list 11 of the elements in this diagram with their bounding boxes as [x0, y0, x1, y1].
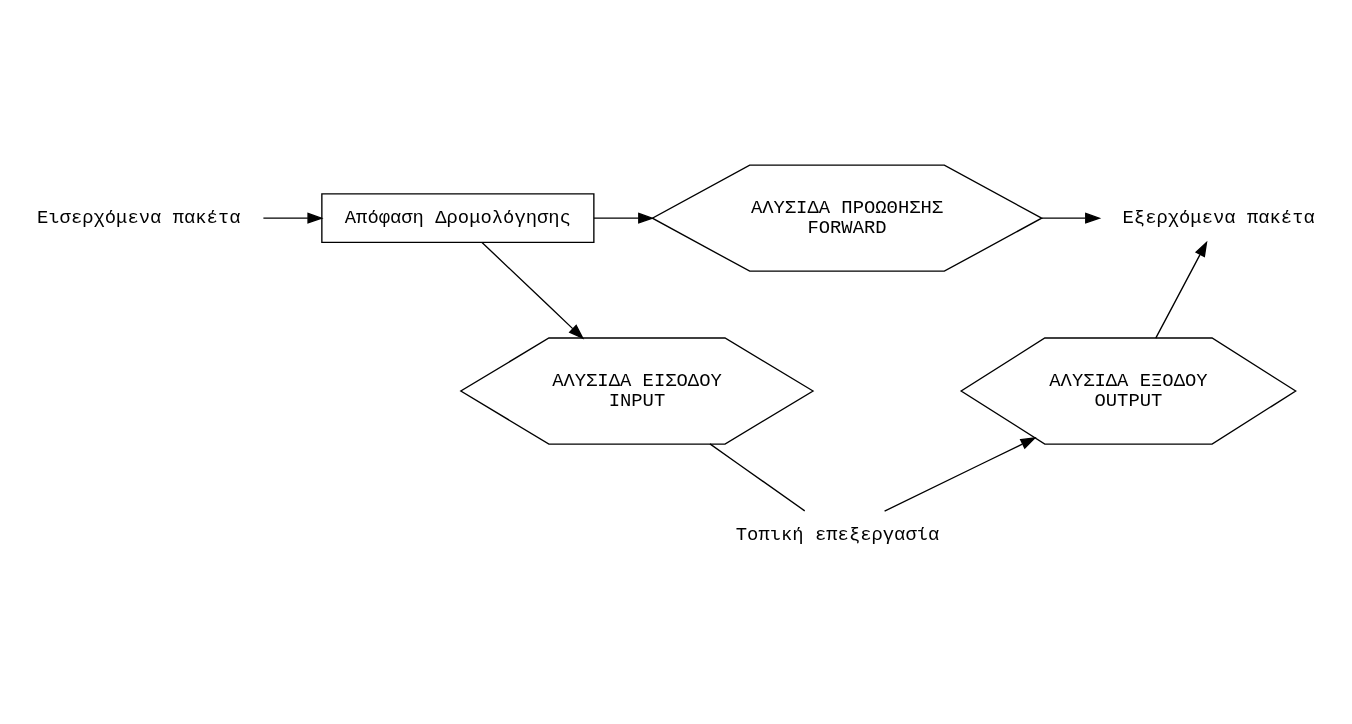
node-text: Τοπική επεξεργασία: [735, 523, 940, 546]
node-text: Εισερχόμενα πακέτα: [36, 206, 241, 229]
arrow: [1155, 240, 1208, 339]
arrow: [1041, 212, 1102, 224]
node-text: Εξερχόμενα πακέτα: [1122, 206, 1315, 229]
arrow: [481, 241, 585, 340]
connector: [709, 442, 806, 511]
arrow: [593, 212, 655, 224]
arrow: [262, 212, 324, 224]
node-box: Απόφαση Δρομολόγησης: [321, 192, 595, 243]
arrow: [883, 436, 1037, 512]
